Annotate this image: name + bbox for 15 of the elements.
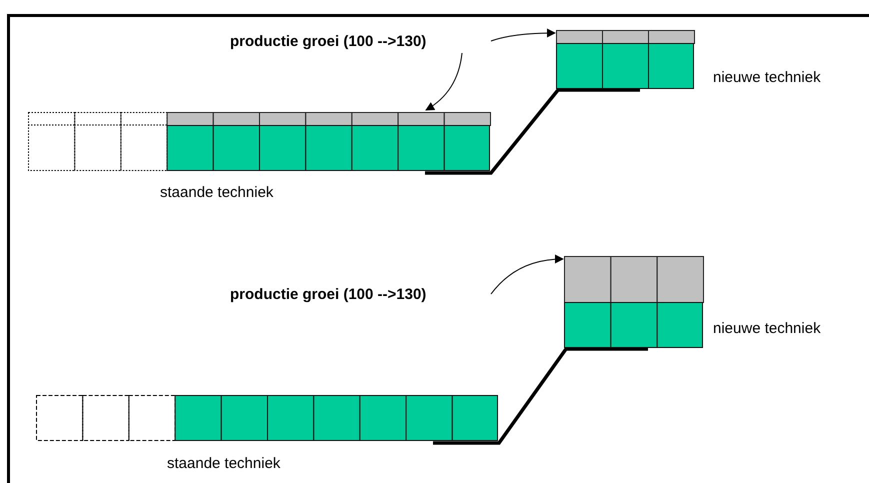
curved-arrow xyxy=(425,52,462,110)
curved-arrow xyxy=(490,254,564,294)
technique-label: staande techniek xyxy=(167,454,280,474)
technique-label: nieuwe techniek xyxy=(713,319,821,339)
technique-label: nieuwe techniek xyxy=(713,68,821,88)
growth-label: productie groei (100 -->130) xyxy=(230,32,428,52)
block-row xyxy=(564,256,703,348)
block-row xyxy=(36,395,498,441)
connector-line xyxy=(425,88,640,175)
block-row xyxy=(28,112,490,171)
growth-label: productie groei (100 -->130) xyxy=(230,285,428,305)
technique-label: staande techniek xyxy=(160,183,274,203)
block-row xyxy=(556,30,694,89)
connector-line xyxy=(433,347,648,445)
curved-arrow xyxy=(490,28,556,42)
